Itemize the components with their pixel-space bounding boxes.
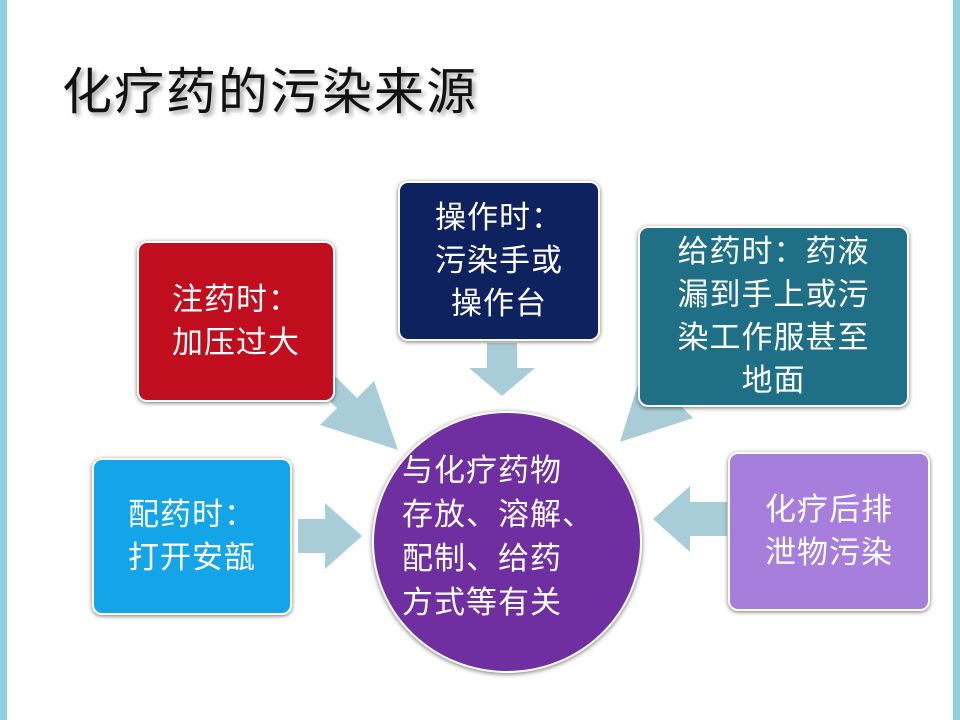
left-accent-bar xyxy=(0,0,7,720)
source-box-operation: 操作时： 污染手或 操作台 xyxy=(398,181,600,341)
excretion-line: 泄物污染 xyxy=(765,534,893,571)
administration-line: 地面 xyxy=(741,362,806,399)
arrow-from-excretion xyxy=(653,486,727,552)
arrow-from-preparation xyxy=(298,503,362,569)
administration-line: 给药时：药液 xyxy=(677,233,870,270)
operation-line: 操作时： xyxy=(435,199,563,236)
injection-line: 加压过大 xyxy=(172,324,300,361)
center-line: 方式等有关 xyxy=(402,585,562,621)
preparation-line: 打开安瓿 xyxy=(128,539,256,576)
slide-title: 化疗药的污染来源 xyxy=(62,63,478,121)
source-box-injection: 注药时： 加压过大 xyxy=(137,241,335,402)
injection-text: 注药时： 加压过大 xyxy=(172,279,300,365)
operation-line: 操作台 xyxy=(451,285,547,322)
center-circle: 与化疗药物 存放、溶解、 配制、给药 方式等有关 xyxy=(372,411,642,673)
operation-line: 污染手或 xyxy=(435,242,563,279)
preparation-text: 配药时： 打开安瓿 xyxy=(128,494,256,580)
center-line: 与化疗药物 xyxy=(402,453,562,489)
administration-line: 漏到手上或污 xyxy=(677,276,870,313)
excretion-line: 化疗后排 xyxy=(765,491,893,528)
source-box-administration: 给药时：药液 漏到手上或污 染工作服甚至 地面 xyxy=(638,226,909,407)
center-line: 配制、给药 xyxy=(402,541,562,577)
center-text: 与化疗药物 存放、溶解、 配制、给药 方式等有关 xyxy=(402,449,594,625)
operation-text: 操作时： 污染手或 操作台 xyxy=(435,197,563,326)
excretion-text: 化疗后排 泄物污染 xyxy=(765,489,893,575)
right-accent-bar xyxy=(953,0,960,720)
source-box-excretion: 化疗后排 泄物污染 xyxy=(728,452,930,611)
administration-line: 染工作服甚至 xyxy=(677,319,870,356)
injection-line: 注药时： xyxy=(172,281,300,318)
administration-text: 给药时：药液 漏到手上或污 染工作服甚至 地面 xyxy=(678,231,870,403)
preparation-line: 配药时： xyxy=(128,496,256,533)
source-box-preparation: 配药时： 打开安瓿 xyxy=(92,458,292,615)
center-line: 存放、溶解、 xyxy=(402,497,594,533)
arrow-from-injection xyxy=(315,377,398,450)
arrow-from-operation xyxy=(469,343,535,396)
